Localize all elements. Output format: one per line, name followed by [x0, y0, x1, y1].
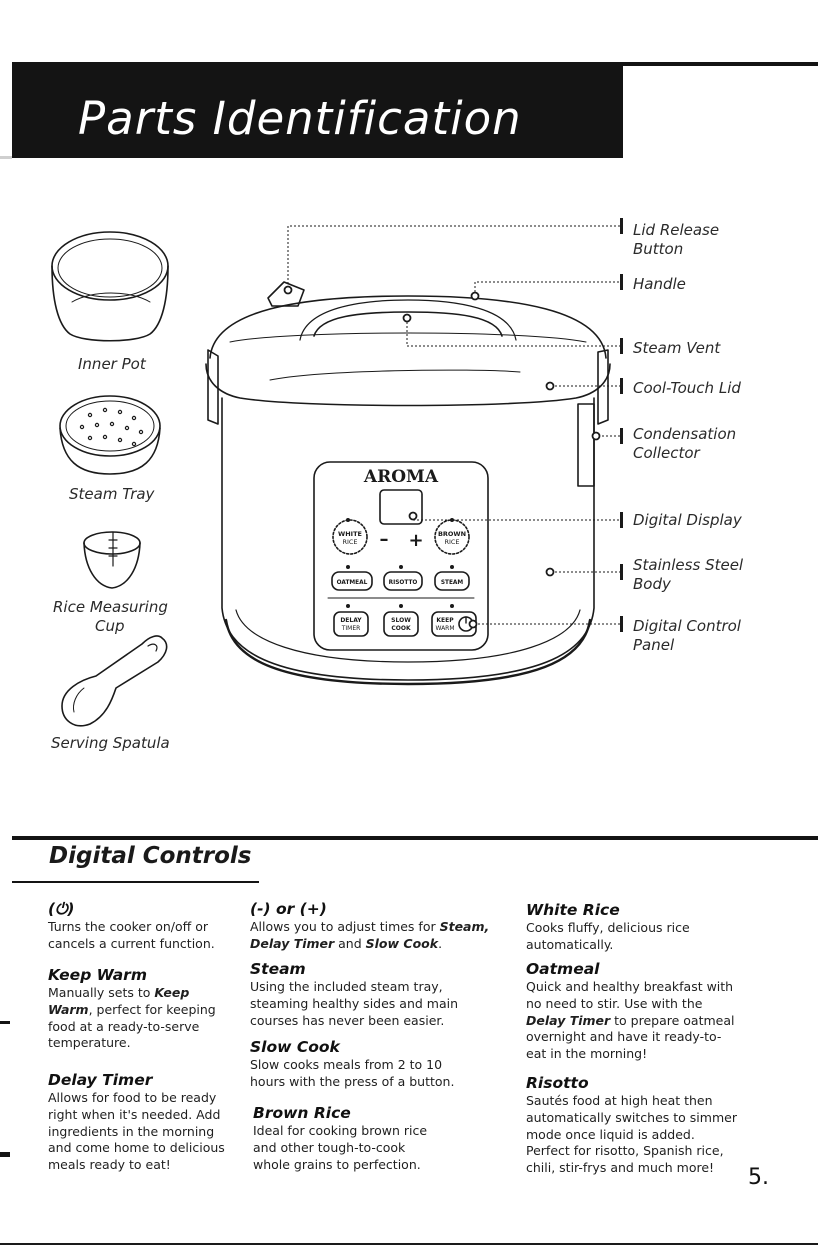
- spatula-illustration: [61, 635, 168, 727]
- white-rice-description: White Rice Cooks fluffy, delicious rice …: [526, 901, 706, 954]
- rice-cooker-illustration: [205, 281, 611, 686]
- minus-button: –: [380, 529, 389, 550]
- page-number: 5.: [748, 1165, 769, 1190]
- condensation-label-2: Collector: [633, 444, 700, 462]
- delay-timer-button-label: DELAY: [340, 617, 362, 624]
- oatmeal-heading: Oatmeal: [526, 960, 600, 978]
- oatmeal-text-2: to prepare oatmeal overnight and have it…: [526, 1012, 735, 1062]
- margin-mark-2: [0, 1152, 10, 1157]
- top-rule: [623, 62, 818, 66]
- risotto-heading: Risotto: [526, 1074, 589, 1092]
- inner-pot-illustration: [51, 231, 169, 342]
- oatmeal-button: OATMEAL: [337, 580, 368, 586]
- control-panel-label: Digital Control: [633, 617, 741, 635]
- power-heading: (⏻): [48, 900, 75, 918]
- rice-cup-label-line1: Rice Measuring: [53, 598, 168, 616]
- rice-measuring-cup-illustration: [83, 531, 141, 589]
- section-rule: [12, 836, 818, 840]
- plus-button: +: [408, 530, 423, 551]
- keep-warm-button-label: KEEP: [436, 617, 454, 624]
- title-underline: [12, 881, 259, 883]
- minus-plus-text-2: and: [334, 935, 366, 951]
- margin-mark: [0, 1021, 10, 1024]
- page-title: Parts Identification: [78, 92, 522, 145]
- brown-rice-text: Ideal for cooking brown rice and other t…: [253, 1123, 428, 1172]
- header-banner: Parts Identification: [12, 62, 623, 158]
- callout-lines: [287, 225, 620, 625]
- keep-warm-heading: Keep Warm: [48, 966, 147, 984]
- callout-points: [283, 285, 601, 629]
- body-label-2: Body: [633, 575, 671, 593]
- grey-rule: [0, 156, 12, 159]
- slow-cook-button-sub: COOK: [391, 625, 411, 632]
- keep-warm-text-2: , perfect for keeping food at a ready-to…: [48, 1001, 216, 1051]
- steam-vent-label: Steam Vent: [633, 339, 721, 357]
- minus-plus-description: (-) or (+) Allows you to adjust times fo…: [250, 900, 490, 953]
- delay-timer-heading: Delay Timer: [48, 1071, 153, 1089]
- slow-cook-text: Slow cooks meals from 2 to 10 hours with…: [250, 1057, 455, 1089]
- steam-heading: Steam: [250, 960, 306, 978]
- power-description: (⏻) Turns the cooker on/off or cancels a…: [48, 900, 233, 953]
- minus-plus-text: Allows you to adjust times for: [250, 919, 440, 934]
- keep-warm-description: Keep Warm Manually sets to Keep Warm, pe…: [48, 966, 223, 1052]
- parts-illustration: AROMA WHITE RICE BROWN RICE – + OATMEAL …: [51, 218, 623, 727]
- delay-timer-button-sub: TIMER: [341, 625, 361, 632]
- steam-text: Using the included steam tray, steaming …: [250, 979, 459, 1028]
- steam-button: STEAM: [441, 580, 464, 586]
- inner-pot-label: Inner Pot: [78, 355, 146, 373]
- brown-rice-heading: Brown Rice: [253, 1104, 351, 1122]
- cool-touch-lid-label: Cool-Touch Lid: [633, 379, 741, 397]
- bottom-rule: [0, 1243, 818, 1245]
- oatmeal-emphasis: Delay Timer: [526, 1012, 611, 1028]
- oatmeal-description: Oatmeal Quick and healthy breakfast with…: [526, 960, 736, 1063]
- callout-ticks: [620, 218, 623, 632]
- body-label: Stainless Steel: [633, 556, 744, 574]
- delay-timer-description: Delay Timer Allows for food to be ready …: [48, 1071, 233, 1174]
- white-rice-text: Cooks fluffy, delicious rice automatical…: [526, 920, 690, 952]
- lid-release-label: Lid Release: [633, 221, 720, 239]
- power-text: Turns the cooker on/off or cancels a cur…: [48, 919, 215, 951]
- minus-plus-heading: (-) or (+): [250, 900, 327, 918]
- panel-indicators: [346, 518, 454, 608]
- white-rice-button-sub: RICE: [342, 538, 357, 546]
- steam-tray-illustration: [59, 395, 161, 475]
- slow-cook-description: Slow Cook Slow cooks meals from 2 to 10 …: [250, 1038, 465, 1091]
- minus-plus-emphasis: Steam, Delay Timer: [250, 919, 490, 951]
- risotto-text: Sautés food at high heat then automatica…: [526, 1093, 737, 1176]
- brown-rice-button-label: BROWN: [438, 530, 466, 538]
- white-rice-heading: White Rice: [526, 901, 620, 919]
- condensation-label: Condensation: [633, 425, 737, 443]
- steam-tray-label: Steam Tray: [69, 485, 155, 503]
- minus-plus-emphasis-2: Slow Cook: [365, 935, 439, 951]
- digital-display-label: Digital Display: [633, 511, 742, 529]
- brown-rice-description: Brown Rice Ideal for cooking brown rice …: [253, 1104, 443, 1173]
- rice-cup-label-line2: Cup: [95, 617, 125, 635]
- risotto-button: RISOTTO: [389, 580, 418, 586]
- minus-plus-text-3: .: [438, 935, 443, 951]
- slow-cook-button-label: SLOW: [391, 617, 411, 624]
- spatula-label: Serving Spatula: [51, 734, 170, 752]
- delay-timer-text: Allows for food to be ready right when i…: [48, 1090, 225, 1173]
- keep-warm-button-sub: WARM: [435, 625, 454, 632]
- keep-warm-text: Manually sets to: [48, 985, 155, 1000]
- digital-controls-title: Digital Controls: [49, 843, 252, 869]
- risotto-description: Risotto Sautés food at high heat then au…: [526, 1074, 741, 1177]
- white-rice-button-label: WHITE: [338, 530, 362, 538]
- oatmeal-text: Quick and healthy breakfast with no need…: [526, 979, 734, 1011]
- brown-rice-button-sub: RICE: [444, 538, 459, 546]
- brand-logo: AROMA: [363, 467, 439, 487]
- steam-description: Steam Using the included steam tray, ste…: [250, 960, 465, 1029]
- handle-label: Handle: [633, 275, 686, 293]
- control-panel-label-2: Panel: [633, 636, 675, 654]
- slow-cook-heading: Slow Cook: [250, 1038, 340, 1056]
- keep-warm-emphasis: Keep Warm: [48, 985, 190, 1017]
- lid-release-label-2: Button: [633, 240, 684, 258]
